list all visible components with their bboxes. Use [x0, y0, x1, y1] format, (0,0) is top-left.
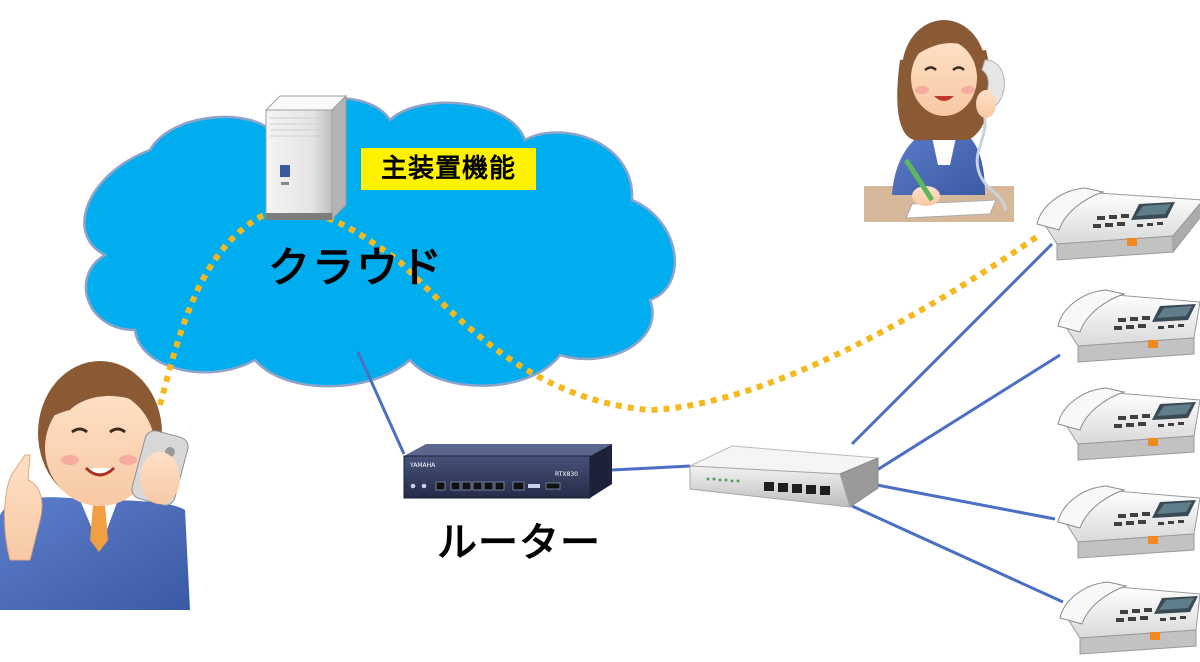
link-switch-phone-3 [876, 483, 1056, 521]
desk-phone-4 [1057, 485, 1200, 559]
cloud-label: クラウド [268, 243, 445, 292]
router-label: ルーター [437, 520, 601, 566]
mobile-user-icon [0, 361, 190, 610]
router-icon: YAMAHA RTX830 [403, 444, 612, 499]
wired-links [356, 242, 1064, 604]
link-cloud-router [356, 351, 406, 455]
router-brand: YAMAHA [409, 462, 436, 469]
office-worker-on-phone-icon [864, 20, 1014, 222]
desk-phone-5 [1059, 581, 1200, 655]
desk-phone-3 [1057, 387, 1200, 461]
network-switch-icon [689, 445, 879, 508]
desk-phone-1 [1036, 187, 1200, 261]
desk-phone-icon [1036, 187, 1200, 655]
call-path [157, 208, 1040, 414]
link-switch-phone-1 [850, 242, 1054, 446]
router-model: RTX830 [555, 471, 578, 478]
main-unit-function-label: 主装置機能 [361, 148, 536, 190]
link-router-switch [611, 464, 691, 472]
server-icon [264, 94, 348, 221]
link-switch-phone-2 [876, 353, 1061, 472]
desk-phone-2 [1057, 289, 1200, 363]
link-switch-phone-4 [851, 504, 1064, 604]
